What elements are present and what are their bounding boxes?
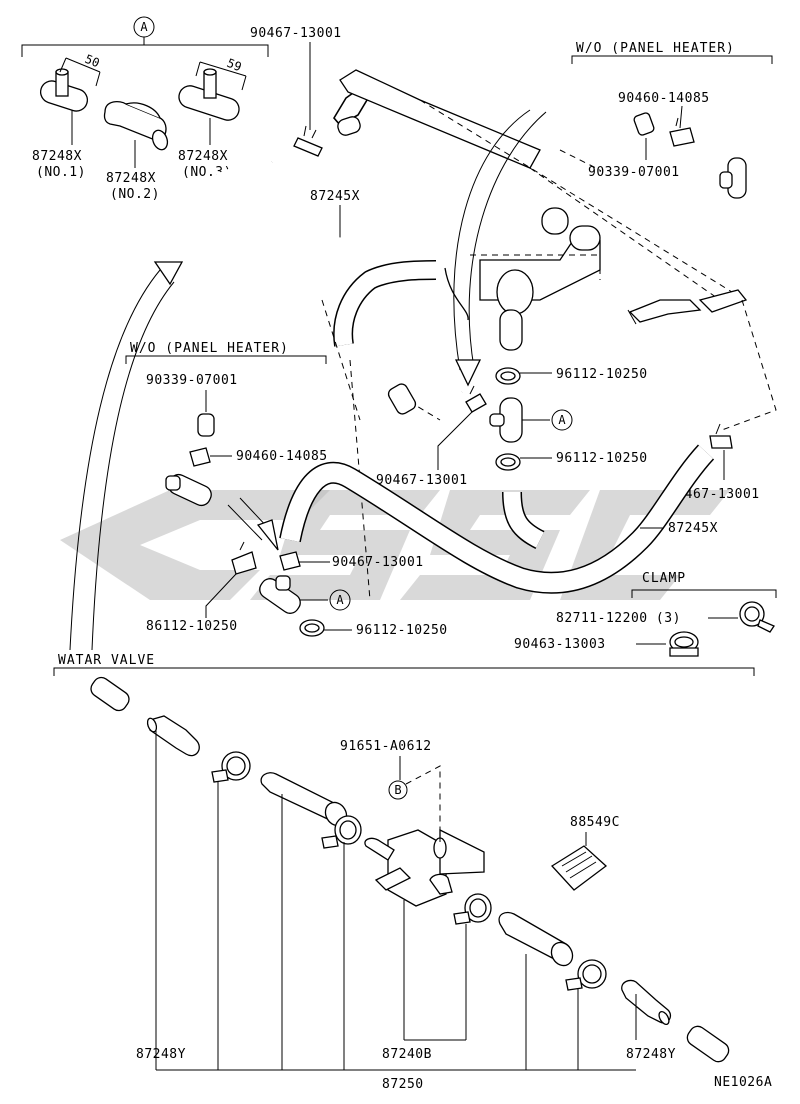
drawing-code: NE1026A	[714, 1075, 772, 1090]
header-water-valve: WATAR VALVE	[58, 653, 155, 668]
label-87248x-no1-sub: (NO.1)	[36, 165, 86, 180]
label-90463-13003: 90463-13003	[514, 637, 606, 652]
label-87245x-upper: 87245X	[310, 189, 360, 204]
clip-96112-c[interactable]	[299, 619, 325, 637]
clip-86112[interactable]	[231, 541, 257, 575]
callout-a-center: A	[558, 413, 566, 427]
callout-a-lower: A	[336, 593, 344, 607]
clip-90467-top[interactable]	[293, 125, 323, 157]
label-90339-07001-left: 90339-07001	[146, 373, 238, 388]
label-87248x-no2-sub: (NO.2)	[110, 187, 160, 202]
label-90467-13001-top: 90467-13001	[250, 26, 342, 41]
clamp-wv-1[interactable]	[211, 751, 251, 783]
tee-fitting-left[interactable]	[165, 472, 214, 509]
label-86112-10250: 86112-10250	[146, 619, 238, 634]
label-96112-10250-c: 96112-10250	[356, 623, 448, 638]
label-87248x-no3: 87248X	[178, 149, 228, 164]
hose-87245x-upper[interactable]	[171, 153, 465, 403]
header-wo-panel-heater-right: W/O (PANEL HEATER)	[576, 41, 735, 56]
label-87250: 87250	[382, 1077, 424, 1092]
label-87245x-lower: 87245X	[668, 521, 718, 536]
label-96112-10250-b: 96112-10250	[556, 451, 648, 466]
fitting-87248x-no2[interactable]	[103, 100, 170, 152]
label-90467-13001-right: 90467-13001	[668, 487, 760, 502]
hose-short-center[interactable]	[502, 491, 545, 549]
group-water-valve: WATAR VALVE	[53, 653, 755, 1092]
label-87240b: 87240B	[382, 1047, 432, 1062]
hose-87245x-lower[interactable]	[279, 444, 715, 594]
hose-wv-left[interactable]	[260, 772, 351, 830]
label-87248x-no2: 87248X	[106, 171, 156, 186]
fitting-87248x-no3[interactable]	[176, 68, 242, 123]
label-90460-14085-right: 90460-14085	[618, 91, 710, 106]
valve-upper-assembly[interactable]	[444, 207, 601, 351]
label-96112-10250-a: 96112-10250	[556, 367, 648, 382]
clip-96112-a[interactable]	[495, 367, 521, 385]
hose-wv-right[interactable]	[498, 911, 577, 969]
heater-core[interactable]	[339, 69, 748, 313]
water-valve-87240b[interactable]	[364, 828, 485, 907]
group-clamp: CLAMP 82711-12200 (3) 90463-13003	[514, 571, 777, 657]
clip-90460-right[interactable]	[669, 117, 695, 147]
fitting-a-center[interactable]	[489, 397, 523, 443]
fitting-87248y-left[interactable]	[146, 715, 200, 757]
tee-fitting-right[interactable]	[719, 157, 747, 199]
label-90467-13001-low: 90467-13001	[332, 555, 424, 570]
clip-90460-left[interactable]	[189, 447, 211, 467]
fitting-87248y-right[interactable]	[621, 979, 672, 1026]
label-91651-a0612: 91651-A0612	[340, 739, 432, 754]
label-90460-14085-left: 90460-14085	[236, 449, 328, 464]
clamp-wv-3[interactable]	[453, 893, 492, 925]
label-87248x-no1: 87248X	[32, 149, 82, 164]
clip-96112-b[interactable]	[495, 453, 521, 471]
hose-end-left[interactable]	[88, 674, 132, 713]
clip-90467-right[interactable]	[709, 423, 733, 449]
clip-90467-low[interactable]	[279, 551, 301, 571]
label-90339-07001-right: 90339-07001	[588, 165, 680, 180]
clamp-wv-2[interactable]	[321, 815, 362, 849]
callout-b: B	[394, 783, 401, 797]
header-clamp: CLAMP	[642, 571, 686, 586]
group-wo-panel-heater-left: W/O (PANEL HEATER) 90339-07001 90460-140…	[125, 341, 328, 509]
clamp-82711[interactable]	[739, 601, 775, 633]
dim-59: 59	[225, 56, 244, 74]
callout-a-top: A	[140, 20, 148, 34]
plug-90339-right[interactable]	[633, 112, 655, 136]
label-88549c: 88549C	[570, 815, 620, 830]
label-90467-13001-mid: 90467-13001	[376, 473, 468, 488]
group-a-fittings: A 50 59 87248X (NO.1) 87248X (NO.2) 8724…	[21, 16, 269, 202]
label-87248y-left: 87248Y	[136, 1047, 186, 1062]
hose-right-connector[interactable]	[627, 299, 702, 325]
clamp-90463[interactable]	[669, 631, 699, 657]
dim-50: 50	[83, 52, 102, 70]
hose-end-right[interactable]	[684, 1023, 732, 1065]
plug-90339-left[interactable]	[197, 413, 215, 437]
label-88549c-icon[interactable]	[550, 845, 608, 891]
flow-arrows	[69, 109, 547, 651]
hose-engine-mid[interactable]	[321, 260, 441, 601]
label-82711-12200: 82711-12200 (3)	[556, 611, 681, 626]
label-87248y-right: 87248Y	[626, 1047, 676, 1062]
group-wo-panel-heater-right: W/O (PANEL HEATER) 90460-14085 90339-070…	[571, 41, 773, 199]
fitting-87248x-no1[interactable]	[38, 68, 90, 114]
header-wo-panel-heater-left: W/O (PANEL HEATER)	[130, 341, 289, 356]
fitting-a-lower[interactable]	[256, 575, 304, 617]
clip-90467-mid[interactable]	[465, 385, 487, 413]
clamp-wv-4[interactable]	[565, 959, 607, 991]
